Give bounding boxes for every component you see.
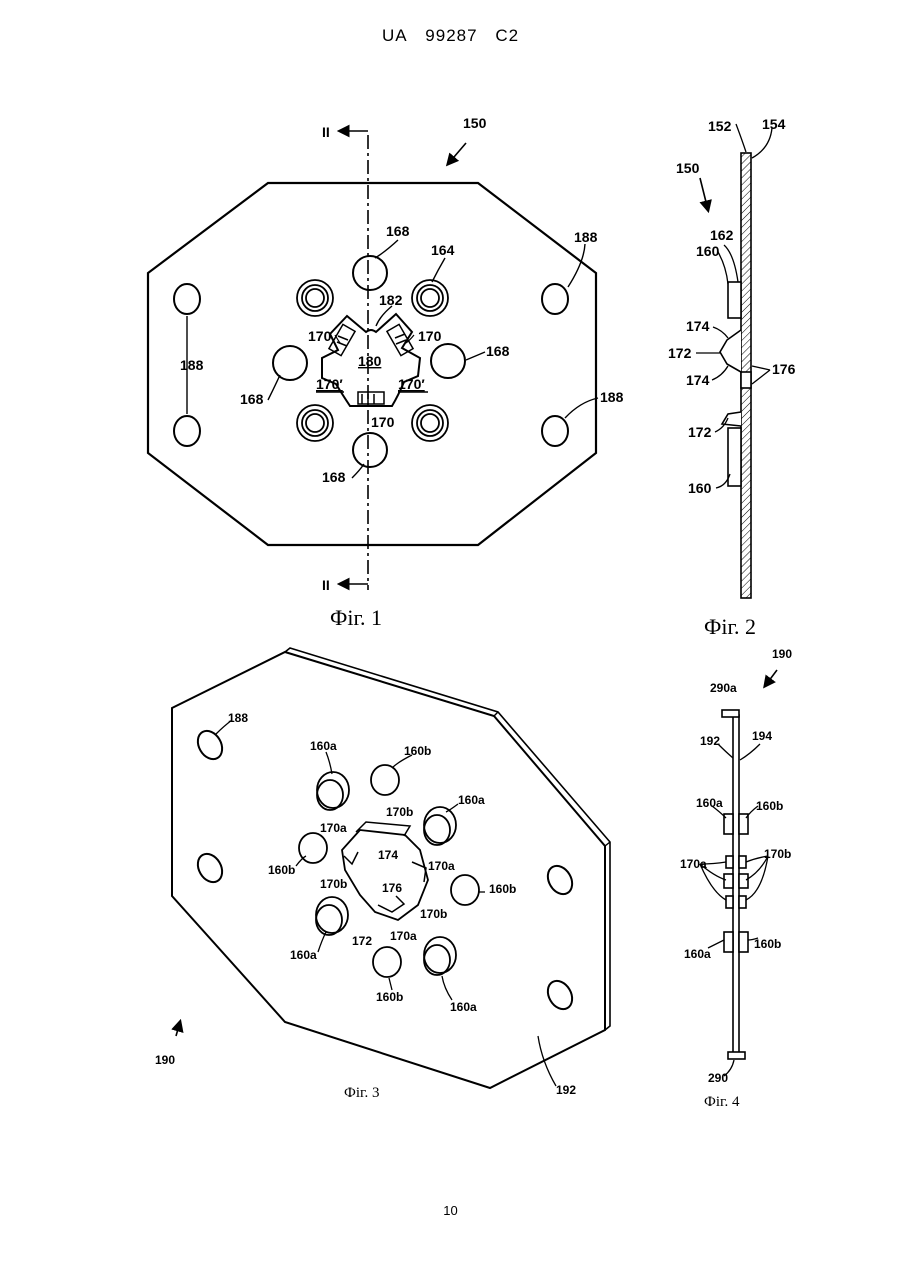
label-162: 162 [710,227,734,243]
figure-2-labels: 152 154 150 162 160 174 172 174 176 172 … [668,116,796,639]
page-number: 10 [0,1203,901,1218]
figure-2 [696,124,772,598]
label-160a: 160a [450,1000,477,1014]
label-170a: 170a [680,857,707,871]
ring-hole [297,280,333,316]
tab-172 [720,330,741,372]
label-154: 154 [762,116,786,132]
label-290a: 290a [710,681,737,695]
label-170a: 170a [320,821,347,835]
label-160: 160 [688,480,712,496]
label-188: 188 [228,711,248,725]
label-192: 192 [700,734,720,748]
label-176: 176 [772,361,796,377]
through-hole [353,256,387,290]
label-168: 168 [386,223,410,239]
label-160b: 160b [489,882,516,896]
mount-hole [542,284,568,314]
label-170-prime: 170′ [316,376,343,392]
label-150: 150 [463,115,487,131]
label-160: 160 [696,243,720,259]
label-188: 188 [180,357,204,373]
boss-160a [724,932,733,952]
figure-1-labels: 150 168 164 188 182 170 170 168 180 188 … [180,115,624,630]
label-172: 172 [688,424,712,440]
label-180: 180 [358,353,382,369]
label-170b: 170b [420,907,447,921]
label-160a: 160a [458,793,485,807]
label-188: 188 [574,229,598,245]
label-170a: 170a [390,929,417,943]
label-172: 172 [668,345,692,361]
label-160b: 160b [754,937,781,951]
label-174: 174 [686,318,710,334]
boss-160 [728,282,741,318]
label-160a: 160a [290,948,317,962]
label-190: 190 [772,647,792,661]
label-168: 168 [240,391,264,407]
mount-hole [174,284,200,314]
label-170a: 170a [428,859,455,873]
label-188: 188 [600,389,624,405]
label-194: 194 [752,729,772,743]
boss-160 [728,428,741,486]
ring-hole [297,405,333,441]
section-mark: II [322,124,330,140]
label-160a: 160a [310,739,337,753]
through-hole [353,433,387,467]
ring-hole [412,405,448,441]
caption-fig1: Фіг. 1 [330,605,382,630]
section-mark: II [322,577,330,593]
label-174: 174 [686,372,710,388]
label-290: 290 [708,1071,728,1085]
label-170-prime: 170′ [398,376,425,392]
label-152: 152 [708,118,732,134]
caption-fig3: Фіг. 3 [344,1085,379,1101]
label-160a: 160a [696,796,723,810]
label-170: 170 [418,328,442,344]
label-160b: 160b [756,799,783,813]
through-hole [273,346,307,380]
plate-edge-fig4 [733,715,739,1055]
label-170b: 170b [386,805,413,819]
through-hole [431,344,465,378]
caption-fig2: Фіг. 2 [704,614,756,639]
label-170b: 170b [320,877,347,891]
label-182: 182 [379,292,403,308]
label-160a: 160a [684,947,711,961]
label-168: 168 [322,469,346,485]
label-150: 150 [676,160,700,176]
label-170: 170 [371,414,395,430]
label-176: 176 [382,881,402,895]
label-168: 168 [486,343,510,359]
label-190: 190 [155,1053,175,1067]
label-172: 172 [352,934,372,948]
caption-fig4: Фіг. 4 [704,1094,740,1110]
ring-hole [412,280,448,316]
label-170b: 170b [764,847,791,861]
boss-160b [739,932,748,952]
label-170: 170 [308,328,332,344]
label-164: 164 [431,242,455,258]
mount-hole [542,416,568,446]
label-160b: 160b [404,744,431,758]
label-160b: 160b [376,990,403,1004]
label-160b: 160b [268,863,295,877]
label-192: 192 [556,1083,576,1097]
tab-170 [358,392,384,404]
mount-hole [174,416,200,446]
label-174: 174 [378,848,398,862]
